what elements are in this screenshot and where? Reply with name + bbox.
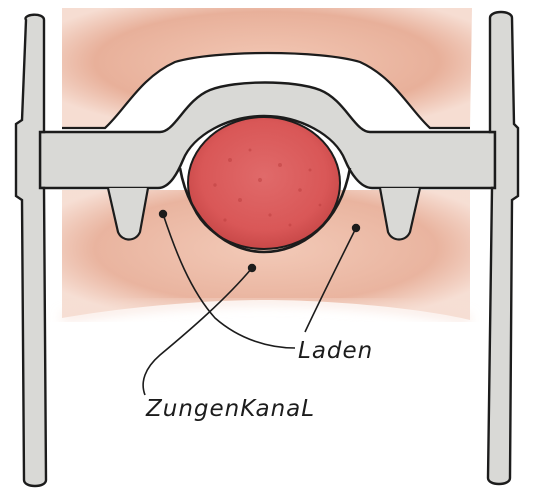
left-cheek-piece [16, 15, 46, 486]
label-zungenkanal: ZungenKanaL [145, 396, 315, 422]
label-laden: Laden [298, 338, 373, 364]
right-cheek-piece [488, 12, 518, 484]
